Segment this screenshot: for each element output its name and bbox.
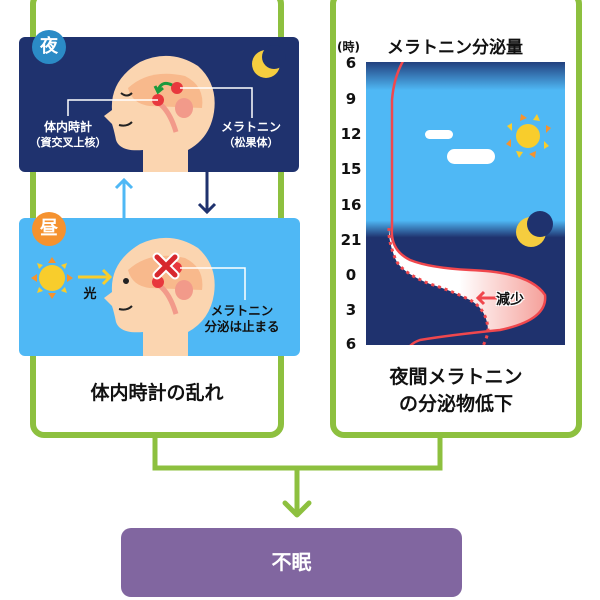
- melatonin-night-main: メラトニン: [220, 120, 281, 134]
- light-arrow-icon: [78, 268, 113, 286]
- chart-sun-icon: [506, 114, 551, 158]
- reduction-label: 減少: [496, 292, 524, 308]
- up-arrow-icon: [114, 177, 134, 218]
- insomnia-box: 不眠: [121, 528, 462, 597]
- left-caption: 体内時計の乱れ: [90, 382, 224, 404]
- cloud-icon: [425, 130, 453, 139]
- pineal-dot: [171, 82, 183, 94]
- chart-title: メラトニン分泌量: [387, 38, 523, 58]
- clock-label-sub: （資交叉上核）: [29, 135, 107, 149]
- clock-label-main: 体内時計: [43, 120, 92, 134]
- y-tick: 12: [340, 125, 362, 143]
- y-tick: 6: [345, 335, 357, 353]
- normal-curve: [390, 62, 547, 345]
- y-tick: 15: [340, 160, 362, 178]
- y-tick: 0: [345, 266, 357, 284]
- y-tick: 9: [345, 90, 357, 108]
- chart-unit: (時): [337, 40, 360, 54]
- right-caption: 夜間メラトニン の分泌物低下: [336, 364, 576, 417]
- curve-arrow-icon: [156, 81, 173, 91]
- night-head-icon: [104, 55, 215, 172]
- down-arrow-icon: [197, 172, 217, 215]
- moon-icon: [252, 45, 286, 78]
- light-label: 光: [83, 287, 97, 302]
- day-badge: 昼: [32, 212, 66, 246]
- connector-lines: [152, 438, 443, 518]
- right-caption-line2: の分泌物低下: [398, 392, 513, 415]
- night-badge: 夜: [32, 30, 66, 64]
- chart-moon-icon: [516, 211, 553, 247]
- cross-icon: [152, 252, 180, 280]
- y-tick: 21: [340, 231, 362, 249]
- reduction-area: [388, 228, 546, 332]
- melatonin-day-main: メラトニン: [210, 303, 274, 318]
- melatonin-day-sub: 分泌は止まる: [204, 319, 280, 335]
- reduction-arrow-icon: [475, 290, 497, 306]
- melatonin-night-sub: （松果体）: [223, 135, 279, 149]
- y-tick: 16: [340, 196, 362, 214]
- sun-icon: [31, 257, 73, 299]
- y-tick: 3: [345, 301, 357, 319]
- clock-label: 体内時計 （資交叉上核）: [18, 120, 118, 150]
- melatonin-night-label: メラトニン （松果体）: [205, 120, 297, 150]
- cloud-icon: [447, 149, 495, 164]
- right-caption-line1: 夜間メラトニン: [389, 366, 523, 388]
- y-tick: 6: [345, 54, 357, 72]
- melatonin-day-label: メラトニン 分泌は止まる: [190, 303, 294, 336]
